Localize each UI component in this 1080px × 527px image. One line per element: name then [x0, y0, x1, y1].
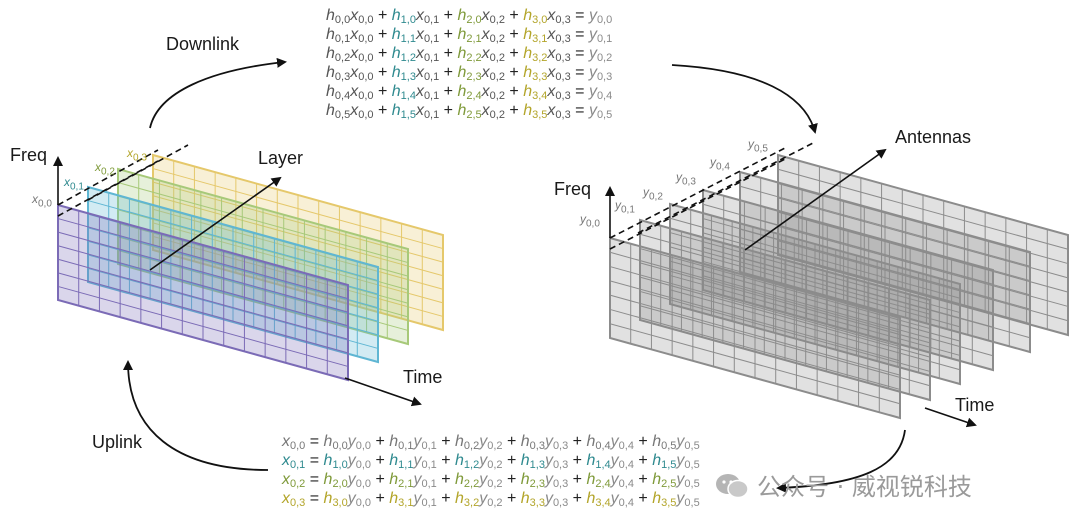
right-freq-label: Freq [554, 179, 592, 199]
left-axes [53, 144, 422, 407]
uplink-label: Uplink [92, 432, 143, 452]
y-label-2: y0,2 [643, 185, 663, 203]
wechat-icon [716, 474, 749, 499]
left-time-axis [344, 377, 422, 407]
downlink-eq-5: h0,5x0,0 + h1,5x0,1 + h2,5x0,2 + h3,5x0,… [326, 102, 613, 121]
watermark: 公众号 · 威视锐科技 [715, 467, 972, 502]
antenna-grid-3 [702, 188, 994, 372]
right-antennas-axis [744, 148, 887, 251]
left-dash-2 [87, 144, 189, 201]
downlink-eq-4: h0,4x0,0 + h1,4x0,1 + h2,4x0,2 + h3,4x0,… [326, 83, 613, 102]
right-dash-2 [637, 142, 814, 234]
left-layer-axis [149, 176, 282, 271]
layer-grid-1 [87, 185, 379, 364]
y-label-3: y0,3 [676, 170, 696, 188]
left-time-label: Time [403, 367, 443, 387]
downlink-eq-3: h0,3x0,0 + h1,3x0,1 + h2,3x0,2 + h3,3x0,… [326, 64, 613, 83]
right-antenna-stack [609, 153, 1069, 420]
left-layer-stack [57, 153, 444, 382]
y-label-0: y0,0 [580, 212, 600, 230]
right-dash-0 [609, 147, 786, 239]
right-time-label: Time [955, 395, 995, 415]
downlink-eq-0: h0,0x0,0 + h1,0x0,1 + h2,0x0,2 + h3,0x0,… [326, 7, 613, 26]
right-axes [605, 142, 977, 428]
y-label-1: y0,1 [615, 198, 635, 216]
antennas-label: Antennas [895, 127, 972, 147]
uplink-eq-3: x0,3 = h3,0y0,0 + h3,1y0,1 + h3,2y0,2 + … [282, 490, 700, 509]
uplink-eq-2: x0,2 = h2,0y0,0 + h2,1y0,1 + h2,2y0,2 + … [282, 471, 700, 490]
antenna-grid-0 [609, 236, 901, 420]
right-time-axis [924, 407, 977, 428]
x-label-2: x0,2 [95, 160, 115, 178]
uplink-arrow-in [776, 429, 906, 493]
downlink-arrow-in [149, 57, 287, 129]
downlink-eq-2: h0,2x0,0 + h1,2x0,1 + h2,2x0,2 + h3,2x0,… [326, 45, 613, 64]
x-label-3: x0,3 [127, 146, 147, 164]
antenna-grid-5 [777, 153, 1069, 337]
uplink-eq-1: x0,1 = h1,0y0,0 + h1,1y0,1 + h1,2y0,2 + … [282, 452, 700, 471]
downlink-eq-1: h0,1x0,0 + h1,1x0,1 + h2,1x0,2 + h3,1x0,… [326, 26, 613, 45]
layer-label: Layer [258, 148, 304, 168]
y-label-5: y0,5 [748, 137, 768, 155]
layer-grid-0 [57, 203, 349, 382]
watermark-text: 公众号 · 威视锐科技 [757, 473, 972, 501]
x-label-0: x0,0 [32, 192, 52, 210]
left-dash-0 [57, 149, 159, 206]
x-label-1: x0,1 [64, 175, 84, 193]
uplink-eq-0: x0,0 = h0,0y0,0 + h0,1y0,1 + h0,2y0,2 + … [282, 433, 700, 452]
downlink-label: Downlink [166, 34, 240, 54]
uplink-arrow-out [123, 360, 269, 471]
downlink-arrow-out [671, 64, 818, 134]
y-label-4: y0,4 [710, 155, 730, 173]
right-dash-1 [609, 158, 786, 250]
left-freq-label: Freq [10, 145, 48, 165]
